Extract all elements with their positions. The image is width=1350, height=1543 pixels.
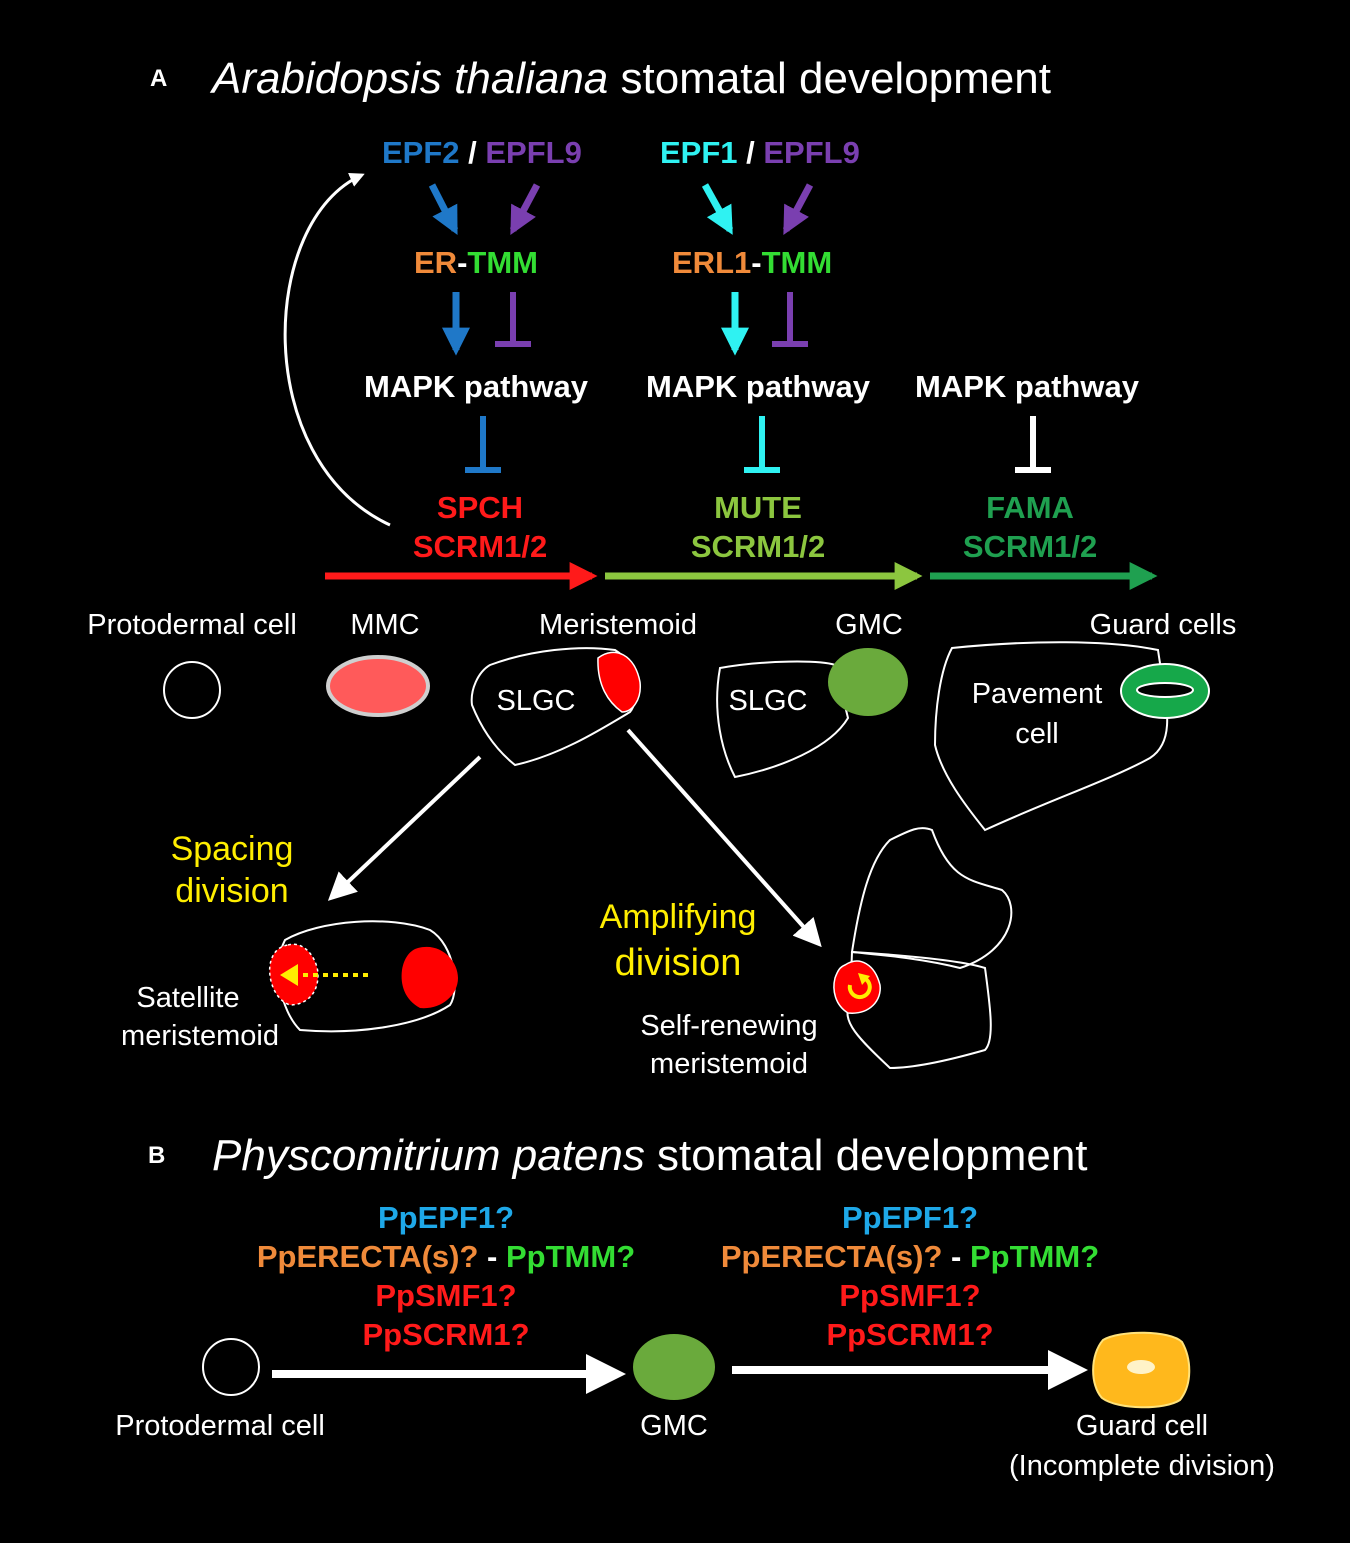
ligand-pair-2: EPF1 / EPFL9 bbox=[660, 135, 860, 170]
satellite-cell-outline bbox=[277, 920, 456, 1033]
tf-scrm-3: SCRM1/2 bbox=[963, 529, 1097, 564]
mapk-inhibits-mute-bar bbox=[744, 416, 780, 473]
slgc-outline-1 bbox=[470, 647, 638, 767]
pavement-cell-group bbox=[933, 641, 1210, 832]
slgc-outline-2 bbox=[716, 660, 850, 779]
upper-slgc-outline bbox=[850, 827, 1013, 970]
self-renewal-arrowhead bbox=[858, 973, 870, 985]
pp-gmc-cell bbox=[633, 1334, 715, 1400]
label-self-renewing-meristemoid: meristemoid bbox=[650, 1048, 808, 1080]
protodermal-cell bbox=[163, 661, 221, 719]
pp-label-incomplete-division: (Incomplete division) bbox=[1009, 1450, 1275, 1482]
mapk-inhibits-spch-bar bbox=[465, 416, 501, 473]
tf-scrm-1: SCRM1/2 bbox=[413, 529, 547, 564]
label-slgc-2: SLGC bbox=[729, 685, 808, 717]
mapk-pathway-1: MAPK pathway bbox=[364, 369, 589, 404]
parent-meristemoid-red bbox=[401, 946, 458, 1009]
feedback-arrow bbox=[283, 173, 391, 527]
label-spacing: Spacing bbox=[171, 830, 294, 868]
pp-scrm1-1: PpSCRM1? bbox=[362, 1317, 529, 1352]
tmm-inhibits-mapk-bar-2 bbox=[772, 292, 808, 347]
label-protodermal-cell: Protodermal cell bbox=[87, 609, 297, 641]
self-renewing-meristemoid-red bbox=[833, 960, 881, 1014]
pp-epf1-1: PpEPF1? bbox=[378, 1200, 514, 1235]
label-spacing-division: division bbox=[175, 872, 288, 910]
gmc-cell bbox=[828, 648, 908, 716]
epfl9-to-er-arrow bbox=[509, 183, 541, 235]
mapk-pathway-2: MAPK pathway bbox=[646, 369, 871, 404]
panel-a-letter: A bbox=[150, 65, 167, 92]
label-satellite: Satellite bbox=[136, 982, 239, 1014]
pp-label-guard-cell: Guard cell bbox=[1076, 1410, 1208, 1442]
epfl9-to-erl1-arrow bbox=[782, 183, 814, 235]
amplifying-division-arrow bbox=[626, 728, 822, 948]
epf2-to-er-arrow bbox=[428, 183, 459, 235]
pp-label-protodermal-cell: Protodermal cell bbox=[115, 1410, 325, 1442]
migration-arrowhead bbox=[280, 964, 298, 986]
label-pavement: Pavement bbox=[972, 678, 1103, 710]
label-amplifying-division: division bbox=[615, 942, 742, 984]
label-self-renewing: Self-renewing bbox=[640, 1010, 817, 1042]
label-pavement-cell: cell bbox=[1015, 718, 1059, 750]
gmc-cell-group bbox=[716, 648, 908, 779]
pavement-cell-outline bbox=[933, 641, 1169, 832]
tf-scrm-2: SCRM1/2 bbox=[691, 529, 825, 564]
tf-fama: FAMA bbox=[986, 490, 1074, 525]
receptor-erl1-tmm: ERL1-TMM bbox=[672, 245, 832, 280]
label-meristemoid: Meristemoid bbox=[539, 609, 697, 641]
label-gmc: GMC bbox=[835, 609, 903, 641]
panel-b-letter: B bbox=[148, 1142, 165, 1169]
label-mmc: MMC bbox=[350, 609, 419, 641]
tmm-inhibits-mapk-bar bbox=[495, 292, 531, 347]
pp-smf1-1: PpSMF1? bbox=[375, 1278, 516, 1313]
self-renewing-cell-group bbox=[833, 827, 1013, 1070]
pp-scrm1-2: PpSCRM1? bbox=[826, 1317, 993, 1352]
label-guard-cells: Guard cells bbox=[1090, 609, 1237, 641]
pp-label-gmc: GMC bbox=[640, 1410, 708, 1442]
panel-a-title: Arabidopsis thaliana stomatal developmen… bbox=[209, 54, 1051, 103]
label-satellite-meristemoid: meristemoid bbox=[121, 1020, 279, 1052]
spacing-division-arrow bbox=[327, 755, 482, 901]
mapk-pathway-3: MAPK pathway bbox=[915, 369, 1140, 404]
lower-slgc-outline bbox=[846, 950, 992, 1070]
pp-smf1-2: PpSMF1? bbox=[839, 1278, 980, 1313]
pp-erecta-tmm-2: PpERECTA(s)? - PpTMM? bbox=[721, 1239, 1099, 1274]
ligand-pair-1: EPF2 / EPFL9 bbox=[382, 135, 582, 170]
tf-spch: SPCH bbox=[437, 490, 523, 525]
mmc-cell bbox=[326, 655, 430, 717]
label-amplifying: Amplifying bbox=[600, 898, 757, 936]
receptor-er-tmm: ER-TMM bbox=[414, 245, 538, 280]
mapk-inhibits-fama-bar bbox=[1015, 416, 1051, 473]
pp-erecta-tmm-1: PpERECTA(s)? - PpTMM? bbox=[257, 1239, 635, 1274]
pp-protodermal-cell bbox=[202, 1338, 260, 1396]
satellite-cell-group bbox=[268, 920, 458, 1033]
self-renewal-circular-arrow bbox=[847, 976, 872, 1000]
label-slgc-1: SLGC bbox=[497, 685, 576, 717]
pp-epf1-2: PpEPF1? bbox=[842, 1200, 978, 1235]
pp-guard-cell bbox=[1092, 1331, 1191, 1409]
epf1-to-erl1-arrow bbox=[701, 183, 734, 235]
guard-cells-pair bbox=[1120, 663, 1210, 719]
meristemoid-cell-group bbox=[470, 647, 641, 767]
tf-mute: MUTE bbox=[714, 490, 802, 525]
panel-b-title: Physcomitrium patens stomatal developmen… bbox=[212, 1131, 1088, 1180]
meristemoid-red bbox=[597, 651, 641, 713]
